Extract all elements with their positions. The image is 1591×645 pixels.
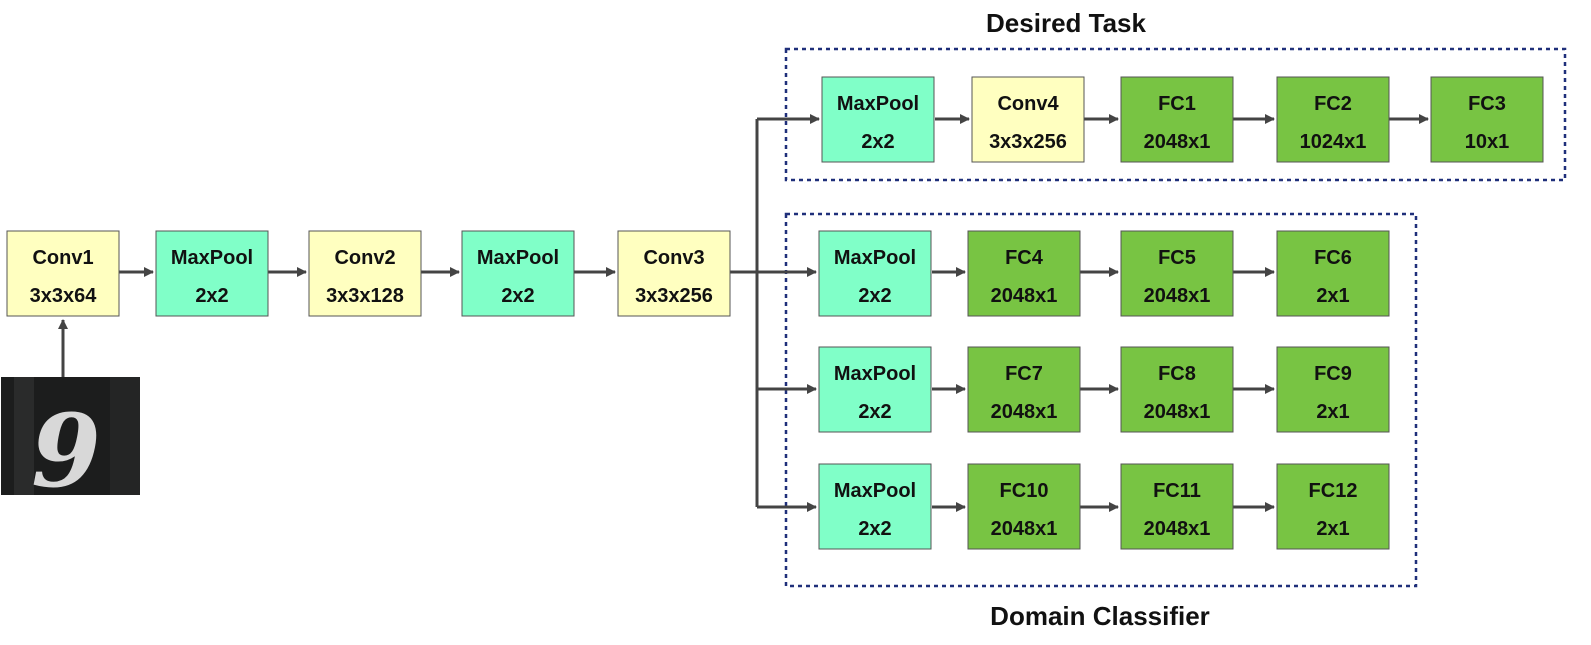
layer-name: FC9 <box>1314 363 1352 385</box>
layer-name: Conv1 <box>32 247 93 269</box>
layer-dc3-pool: MaxPool 2x2 <box>818 463 932 550</box>
layer-name: MaxPool <box>834 480 916 502</box>
layer-dims: 2x2 <box>858 518 891 540</box>
layer-dims: 2048x1 <box>991 285 1058 307</box>
desired-task-label: Desired Task <box>986 8 1146 38</box>
layer-task-pool: MaxPool 2x2 <box>821 76 935 163</box>
layer-dims: 2x2 <box>501 285 534 307</box>
layer-dims: 2048x1 <box>991 401 1058 423</box>
layer-conv2: Conv2 3x3x128 <box>308 230 422 317</box>
layer-pool1: MaxPool 2x2 <box>155 230 269 317</box>
layer-dims: 3x3x256 <box>635 285 713 307</box>
layer-name: FC1 <box>1158 93 1196 115</box>
layer-fc9: FC9 2x1 <box>1276 346 1390 433</box>
layer-dims: 2x2 <box>858 285 891 307</box>
layer-name: FC3 <box>1468 93 1506 115</box>
layer-fc11: FC11 2048x1 <box>1120 463 1234 550</box>
layer-boxes: Conv1 3x3x64 MaxPool 2x2 Conv2 3x3x128 MaxP… <box>6 76 1544 550</box>
domain-classifier-label: Domain Classifier <box>990 601 1210 631</box>
layer-name: MaxPool <box>171 247 253 269</box>
layer-name: FC12 <box>1309 480 1358 502</box>
layer-conv1: Conv1 3x3x64 <box>6 230 120 317</box>
layer-name: MaxPool <box>834 247 916 269</box>
layer-fc7: FC7 2048x1 <box>967 346 1081 433</box>
layer-fc4: FC4 2048x1 <box>967 230 1081 317</box>
handwritten-digit-image: 9 <box>31 392 101 510</box>
layer-conv4: Conv4 3x3x256 <box>971 76 1085 163</box>
input-digit-image: 9 <box>1 377 140 510</box>
layer-name: FC6 <box>1314 247 1352 269</box>
layer-name: Conv3 <box>643 247 704 269</box>
layer-dims: 2048x1 <box>1144 518 1211 540</box>
layer-fc10: FC10 2048x1 <box>967 463 1081 550</box>
desired-task-frame <box>784 47 1567 182</box>
layer-dims: 2048x1 <box>1144 285 1211 307</box>
layer-conv3: Conv3 3x3x256 <box>617 230 731 317</box>
layer-fc2: FC2 1024x1 <box>1276 76 1390 163</box>
layer-dc2-pool: MaxPool 2x2 <box>818 346 932 433</box>
layer-dims: 2048x1 <box>1144 401 1211 423</box>
layer-fc6: FC6 2x1 <box>1276 230 1390 317</box>
layer-name: Conv4 <box>997 93 1059 115</box>
layer-dims: 3x3x64 <box>30 285 98 307</box>
layer-name: FC11 <box>1153 480 1201 502</box>
layer-name: FC5 <box>1158 247 1196 269</box>
layer-name: FC4 <box>1005 247 1044 269</box>
layer-name: Conv2 <box>334 247 395 269</box>
layer-dims: 2x1 <box>1316 401 1349 423</box>
layer-fc12: FC12 2x1 <box>1276 463 1390 550</box>
layer-dims: 2x1 <box>1316 285 1349 307</box>
layer-fc1: FC1 2048x1 <box>1120 76 1234 163</box>
domain-classifier-frame <box>784 212 1418 588</box>
layer-name: FC8 <box>1158 363 1196 385</box>
layer-name: FC10 <box>1000 480 1049 502</box>
layer-dims: 1024x1 <box>1300 131 1367 153</box>
layer-name: FC2 <box>1314 93 1352 115</box>
layer-name: FC7 <box>1005 363 1043 385</box>
layer-name: MaxPool <box>837 93 919 115</box>
layer-dims: 2x1 <box>1316 518 1349 540</box>
connector-arrows <box>58 114 1429 512</box>
layer-dims: 2x2 <box>195 285 228 307</box>
layer-dims: 10x1 <box>1465 131 1510 153</box>
layer-dims: 2x2 <box>858 401 891 423</box>
layer-fc5: FC5 2048x1 <box>1120 230 1234 317</box>
layer-fc3: FC3 10x1 <box>1430 76 1544 163</box>
layer-dims: 3x3x128 <box>326 285 404 307</box>
layer-name: MaxPool <box>834 363 916 385</box>
layer-dims: 3x3x256 <box>989 131 1067 153</box>
layer-dc1-pool: MaxPool 2x2 <box>818 230 932 317</box>
layer-fc8: FC8 2048x1 <box>1120 346 1234 433</box>
layer-pool2: MaxPool 2x2 <box>461 230 575 317</box>
layer-dims: 2048x1 <box>991 518 1058 540</box>
layer-dims: 2x2 <box>861 131 894 153</box>
layer-name: MaxPool <box>477 247 559 269</box>
layer-dims: 2048x1 <box>1144 131 1211 153</box>
